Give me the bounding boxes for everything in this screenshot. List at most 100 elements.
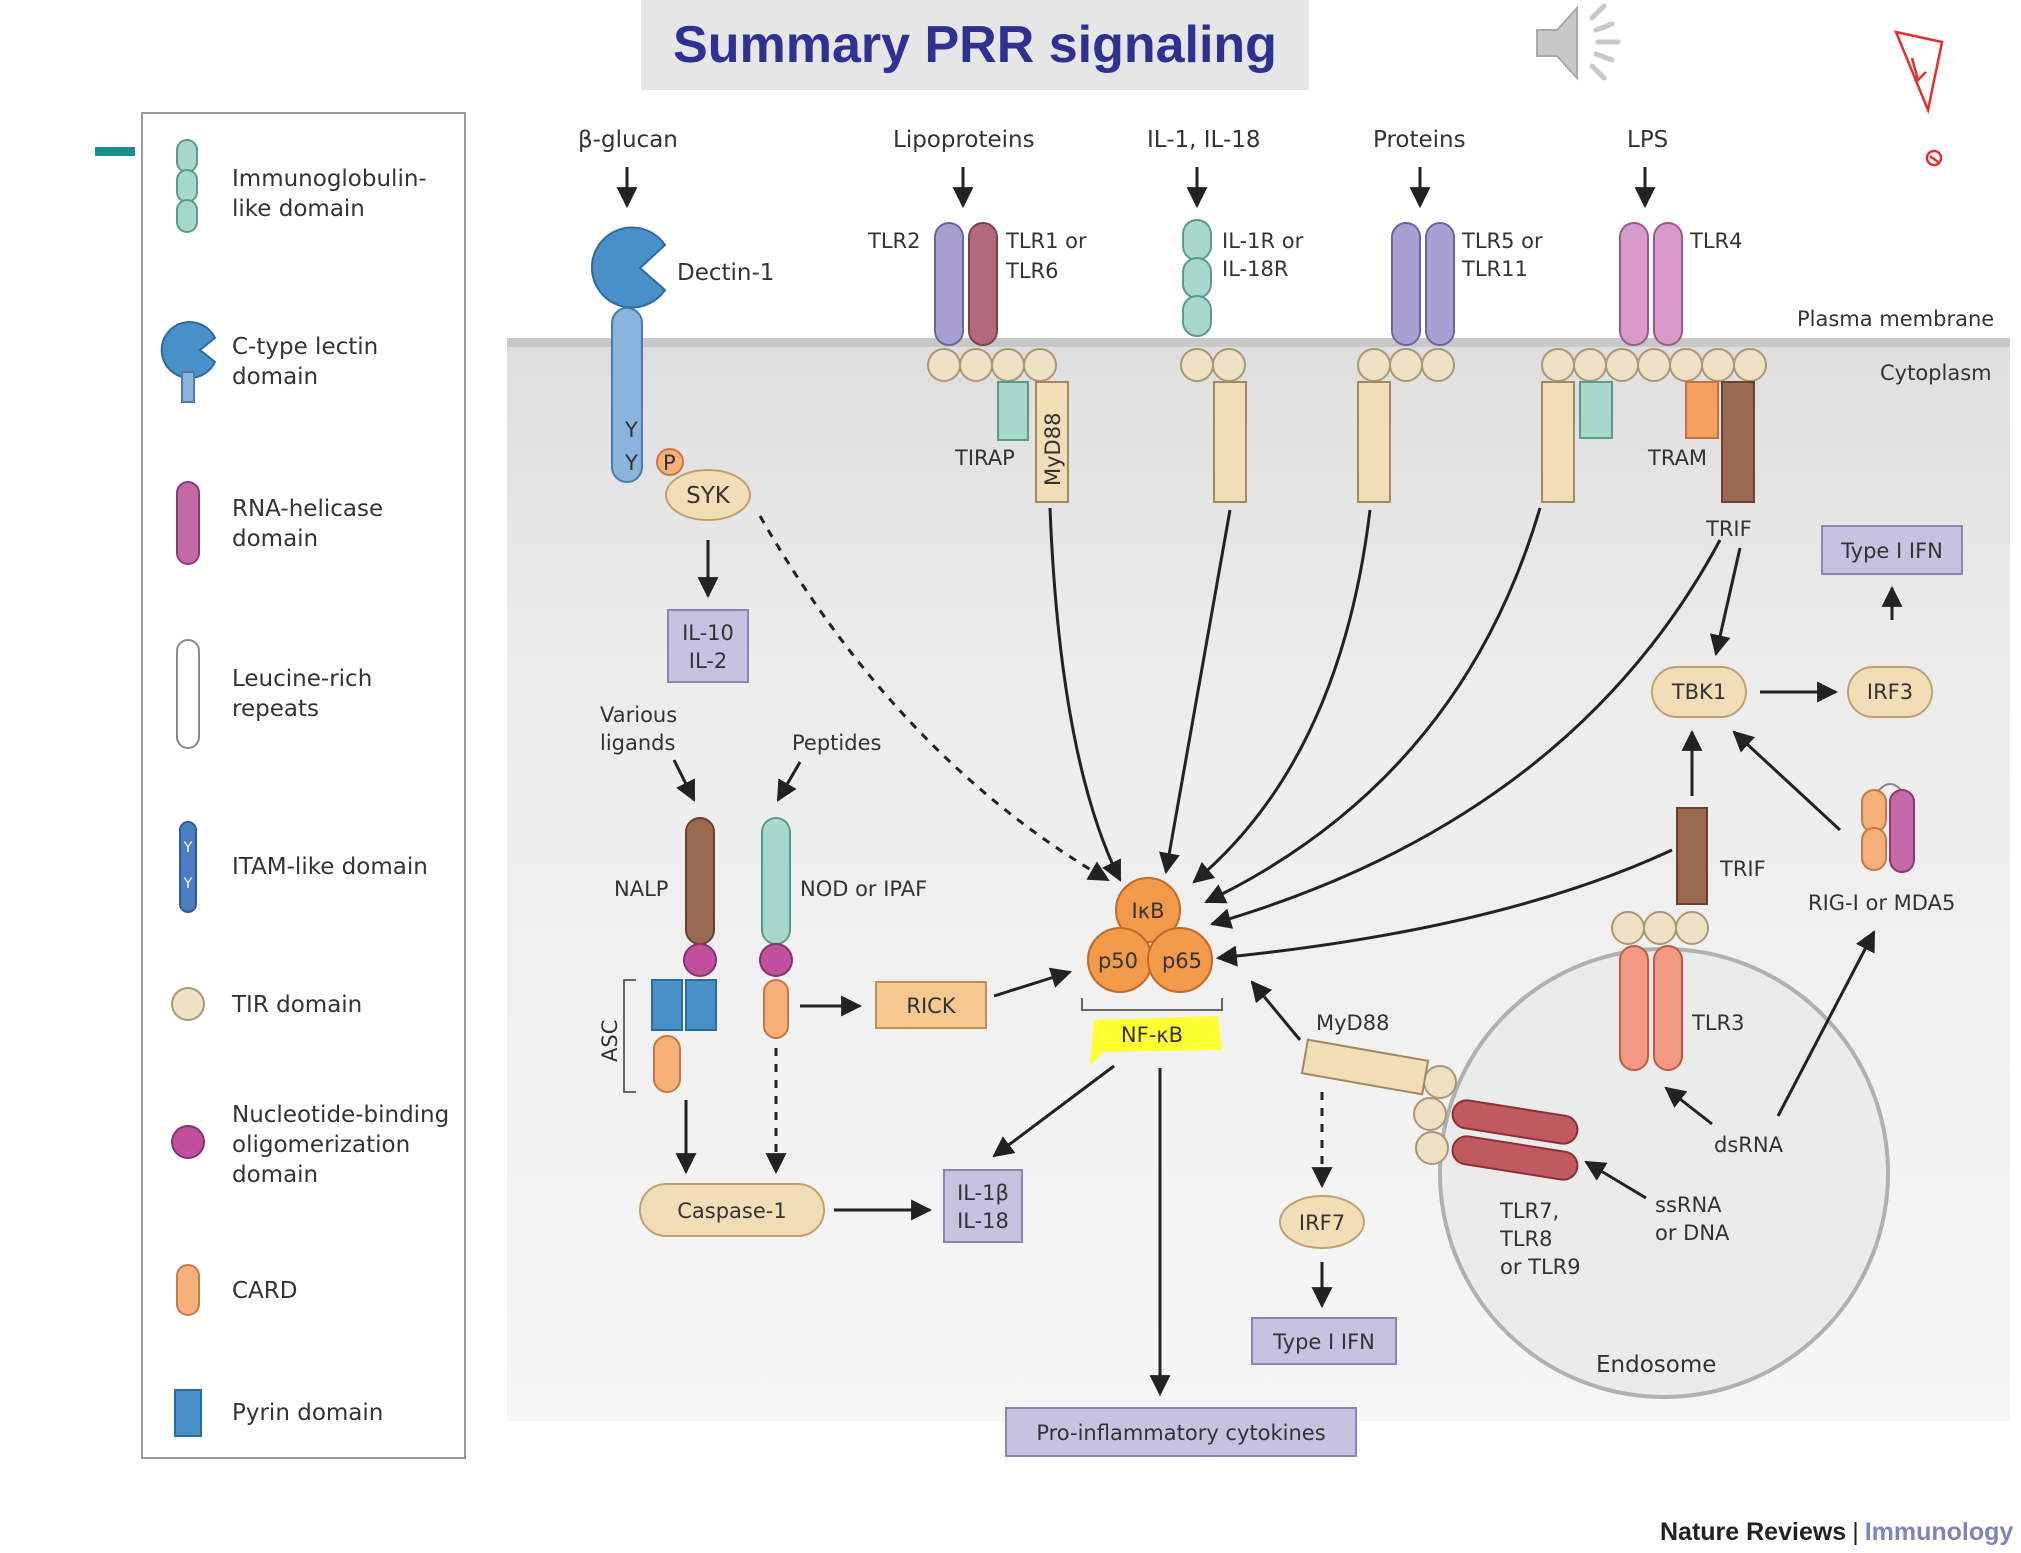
myd88-endosomal-box bbox=[1300, 1038, 1430, 1096]
tlr7-receptor bbox=[1451, 1099, 1579, 1181]
ligand-lps: LPS bbox=[1627, 127, 1668, 153]
il1r-tir-domains bbox=[1180, 348, 1246, 382]
tlr3-receptor bbox=[1619, 945, 1683, 1071]
dectin-1-label: Dectin-1 bbox=[677, 260, 774, 286]
rig-to-tbk1-arrow bbox=[1732, 730, 1842, 832]
syk-label: SYK bbox=[686, 483, 731, 509]
asc-card-domain bbox=[653, 1035, 681, 1093]
trif-label: TRIF bbox=[1705, 517, 1752, 541]
credit-separator: | bbox=[1852, 1518, 1859, 1546]
tlr4-tirap-box bbox=[1579, 381, 1613, 439]
dectin-y-2: Y bbox=[624, 451, 638, 475]
c-type-lectin-icon bbox=[160, 321, 217, 403]
p50-label: p50 bbox=[1098, 949, 1138, 973]
tlr4-myd88-box bbox=[1541, 381, 1575, 503]
trif-to-tbk1-arrow bbox=[1709, 547, 1742, 657]
dsrna-label: dsRNA bbox=[1714, 1133, 1784, 1157]
credit-section: Immunology bbox=[1864, 1518, 2014, 1546]
tirap-label: TIRAP bbox=[954, 446, 1015, 470]
svg-text:Y: Y bbox=[183, 876, 193, 892]
tlr4-receptor bbox=[1619, 222, 1683, 346]
caspase-1-label: Caspase-1 bbox=[677, 1199, 786, 1223]
type1-ifn-box-bottom bbox=[1251, 1317, 1397, 1365]
cytoplasm-label: Cytoplasm bbox=[1880, 361, 1992, 385]
nod-domain-icon bbox=[171, 1125, 205, 1159]
slide-title-box: Summary PRR signaling bbox=[641, 0, 1309, 90]
leucine-rich-icon bbox=[176, 639, 200, 749]
tlr4-tir-domains bbox=[1541, 348, 1767, 382]
pro-inflammatory-box bbox=[1005, 1407, 1357, 1457]
tbk1-node bbox=[1651, 666, 1747, 718]
endosome-label: Endosome bbox=[1596, 1352, 1716, 1378]
rick-label: RICK bbox=[906, 994, 956, 1018]
nod-nod-domain bbox=[759, 943, 793, 977]
tbk1-label: TBK1 bbox=[1671, 680, 1726, 704]
dectin-y-1: Y bbox=[624, 418, 638, 442]
trif-box bbox=[1721, 381, 1755, 503]
ligand-arrows bbox=[616, 167, 1656, 209]
ligand-il1-il18: IL-1, IL-18 bbox=[1147, 127, 1261, 153]
peptide-to-nod-arrow bbox=[776, 761, 802, 802]
rig-i-label: RIG-I or MDA5 bbox=[1808, 891, 1955, 915]
rig-i-receptor bbox=[1861, 783, 1915, 873]
rna-helicase-icon bbox=[176, 481, 200, 565]
tlr2-tir-domains bbox=[927, 348, 1057, 382]
peptides-label: Peptides bbox=[792, 731, 881, 755]
il1b-il18-box bbox=[943, 1169, 1023, 1243]
rick-box bbox=[875, 981, 987, 1029]
receptor-to-nfkb-arrows bbox=[1048, 507, 1722, 967]
tlr3-label: TLR3 bbox=[1691, 1011, 1744, 1035]
immunoglobulin-domain-icon bbox=[176, 139, 198, 233]
rick-to-nfkb-arrow bbox=[993, 967, 1073, 998]
ligand-lipoproteins: Lipoproteins bbox=[893, 127, 1035, 153]
pro-inflammatory-label: Pro-inflammatory cytokines bbox=[1036, 1421, 1325, 1445]
myd88-endosomal-label: MyD88 bbox=[1316, 1011, 1389, 1035]
caspase-1-node bbox=[639, 1183, 825, 1237]
tirap-box bbox=[997, 381, 1029, 441]
asc-label: ASC bbox=[598, 1020, 622, 1062]
nfkb-label: NF-κB bbox=[1121, 1023, 1183, 1047]
tlr5-tir-domains bbox=[1357, 348, 1455, 382]
nfkb-bracket bbox=[1081, 998, 1223, 1011]
plasma-membrane bbox=[507, 338, 2010, 347]
il1r-myd88-box bbox=[1213, 381, 1247, 503]
il10-il2-box bbox=[667, 609, 749, 683]
irf3-label: IRF3 bbox=[1867, 680, 1913, 704]
syk-node bbox=[665, 469, 751, 521]
ssrna-to-tlr7-arrow bbox=[1584, 1160, 1647, 1200]
ikb-label: IκB bbox=[1132, 899, 1165, 923]
type1-ifn-top-label: Type I IFN bbox=[1840, 539, 1943, 563]
nod-card-domain bbox=[763, 979, 789, 1039]
type1-ifn-box-top bbox=[1821, 525, 1963, 575]
plasma-membrane-label: Plasma membrane bbox=[1797, 307, 1994, 331]
speaker-icon[interactable] bbox=[1536, 3, 1621, 81]
nfkb-complex bbox=[1087, 877, 1213, 993]
irf3-node bbox=[1847, 666, 1933, 718]
nalp-receptor bbox=[685, 817, 715, 945]
dectin-1-receptor bbox=[591, 226, 667, 483]
asc-pyrin-left bbox=[651, 979, 683, 1031]
irf7-node bbox=[1279, 1195, 1365, 1249]
legend-panel bbox=[141, 112, 466, 1459]
legend-label-tir: TIR domain bbox=[231, 992, 362, 1018]
asc-pyrin-right bbox=[685, 979, 717, 1031]
tlr7-tir-domains bbox=[1413, 1065, 1457, 1165]
asc-bracket bbox=[623, 979, 636, 1093]
myd88-box bbox=[1035, 381, 1069, 503]
tlr5-myd88-box bbox=[1357, 381, 1391, 503]
myd88-vertical-label: MyD88 bbox=[1041, 413, 1065, 486]
title-accent-bar bbox=[95, 147, 135, 156]
nalp-nod-domain bbox=[683, 943, 717, 977]
type1-ifn-bottom-label: Type I IFN bbox=[1272, 1330, 1375, 1354]
myd88-to-nfkb-arrow bbox=[1250, 980, 1302, 1041]
tlr4-label: TLR4 bbox=[1689, 229, 1742, 253]
pyrin-domain-icon bbox=[174, 1389, 202, 1437]
